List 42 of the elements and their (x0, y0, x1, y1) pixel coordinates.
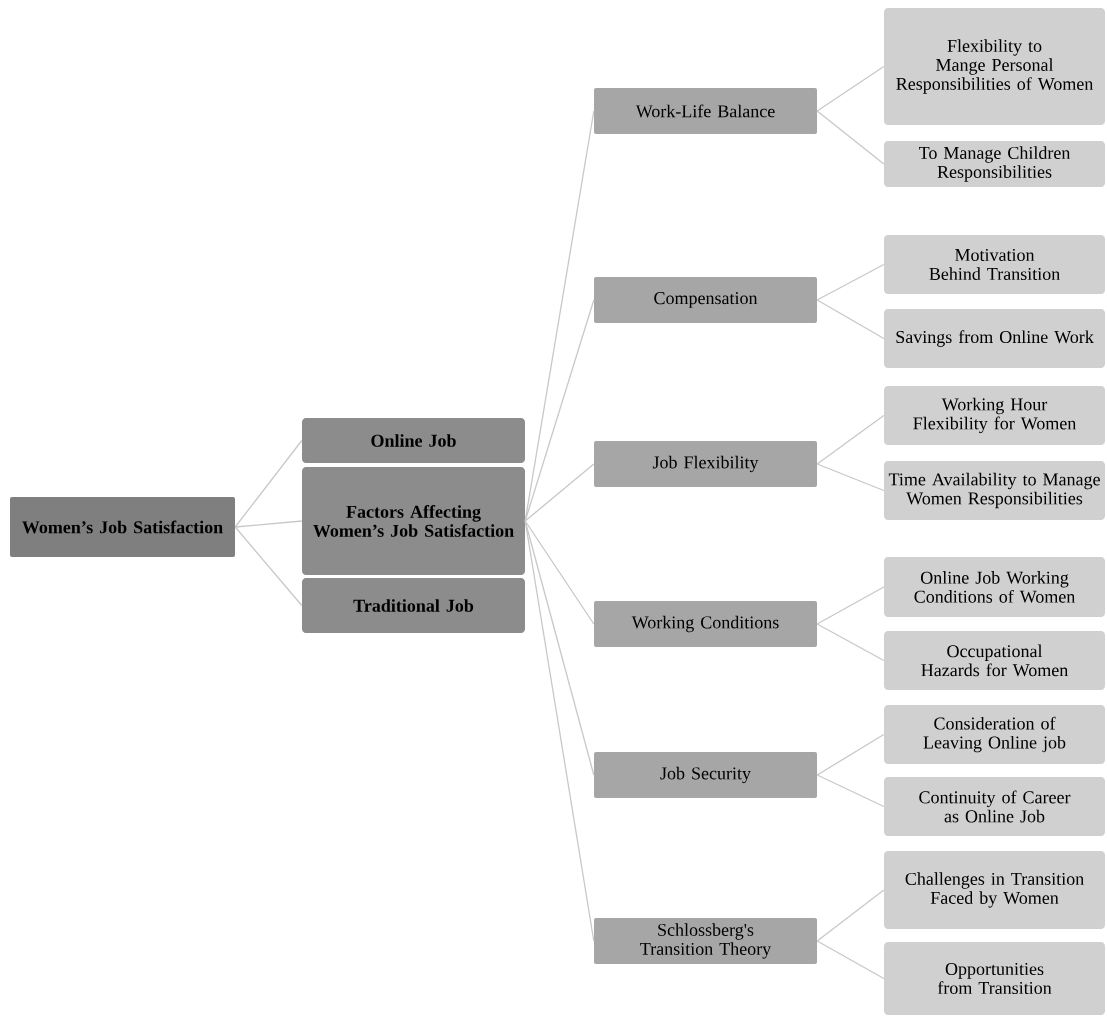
connector-line (816, 463, 885, 492)
connector-line (234, 439, 303, 528)
category-box: Traditional Job (302, 578, 525, 633)
connector-line (816, 110, 885, 165)
connector-line (816, 414, 885, 465)
connector-line (524, 299, 595, 522)
factor-box: Compensation (594, 277, 817, 323)
subfactor-box: Working Hour Flexibility for Women (884, 386, 1105, 445)
factor-box: Working Conditions (594, 601, 817, 647)
subfactor-box: Challenges in Transition Faced by Women (884, 851, 1105, 929)
connector-line (524, 520, 595, 942)
subfactor-box: Online Job Working Conditions of Women (884, 557, 1105, 617)
subfactor-box: Occupational Hazards for Women (884, 631, 1105, 690)
connector-line (816, 299, 885, 340)
connector-line (524, 463, 595, 522)
factor-box: Schlossberg's Transition Theory (594, 918, 817, 964)
connector-line (524, 520, 595, 776)
connector-line (524, 520, 595, 625)
connector-line (234, 520, 303, 528)
connector-line (816, 940, 885, 980)
subfactor-box: To Manage Children Responsibilities (884, 141, 1105, 187)
subfactor-box: Savings from Online Work (884, 309, 1105, 368)
factor-box: Job Security (594, 752, 817, 798)
factor-box: Work-Life Balance (594, 88, 817, 134)
category-box: Factors Affecting Women’s Job Satisfaction (302, 467, 525, 575)
subfactor-box: Consideration of Leaving Online job (884, 705, 1105, 764)
connector-line (234, 526, 303, 607)
connector-line (816, 889, 885, 942)
subfactor-box: Time Availability to Manage Women Responsibilities (884, 461, 1105, 520)
subfactor-box: Continuity of Career as Online Job (884, 777, 1105, 836)
connector-line (816, 586, 885, 625)
subfactor-box: Motivation Behind Transition (884, 235, 1105, 294)
factor-box: Job Flexibility (594, 441, 817, 487)
root-box: Women’s Job Satisfaction (10, 497, 235, 557)
connector-line (816, 733, 885, 776)
connector-line (816, 623, 885, 662)
subfactor-box: Flexibility to Mange Personal Responsibilities of Women (884, 8, 1105, 125)
category-box: Online Job (302, 418, 525, 463)
connector-line (816, 774, 885, 808)
connector-line (816, 263, 885, 301)
connector-line (816, 65, 885, 112)
subfactor-box: Opportunities from Transition (884, 942, 1105, 1015)
